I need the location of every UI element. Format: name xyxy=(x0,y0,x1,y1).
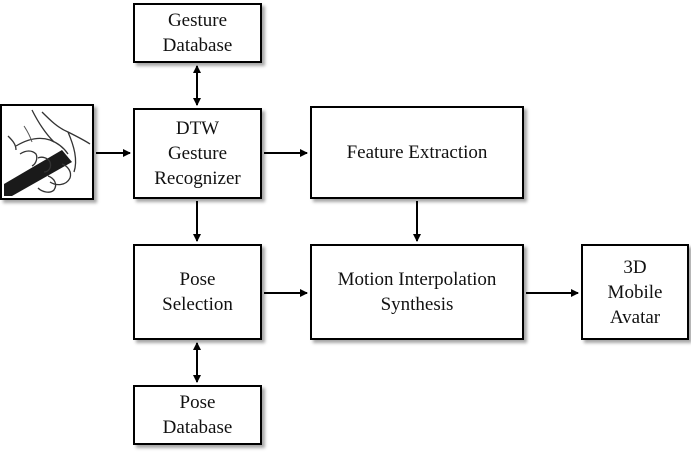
pose-selection-box: Pose Selection xyxy=(133,244,262,340)
pose-database-box: Pose Database xyxy=(133,385,262,445)
dtw-gesture-recognizer-box: DTW Gesture Recognizer xyxy=(133,108,262,199)
hand-gesture-image xyxy=(0,104,94,200)
pose-database-label: Pose Database xyxy=(162,392,233,438)
hand-gesture-icon xyxy=(4,109,91,196)
feature-extraction-box: Feature Extraction xyxy=(310,106,524,199)
dtw-gesture-recognizer-label: DTW Gesture Recognizer xyxy=(154,118,241,189)
motion-interpolation-label: Motion Interpolation Synthesis xyxy=(337,269,497,315)
mobile-avatar-box: 3D Mobile Avatar xyxy=(581,244,689,340)
gesture-database-label: Gesture Database xyxy=(162,10,233,56)
gesture-database-box: Gesture Database xyxy=(133,3,262,63)
mobile-avatar-label: 3D Mobile Avatar xyxy=(607,256,663,328)
pose-selection-label: Pose Selection xyxy=(162,269,233,315)
feature-extraction-label: Feature Extraction xyxy=(346,142,488,163)
motion-interpolation-box: Motion Interpolation Synthesis xyxy=(310,244,524,340)
